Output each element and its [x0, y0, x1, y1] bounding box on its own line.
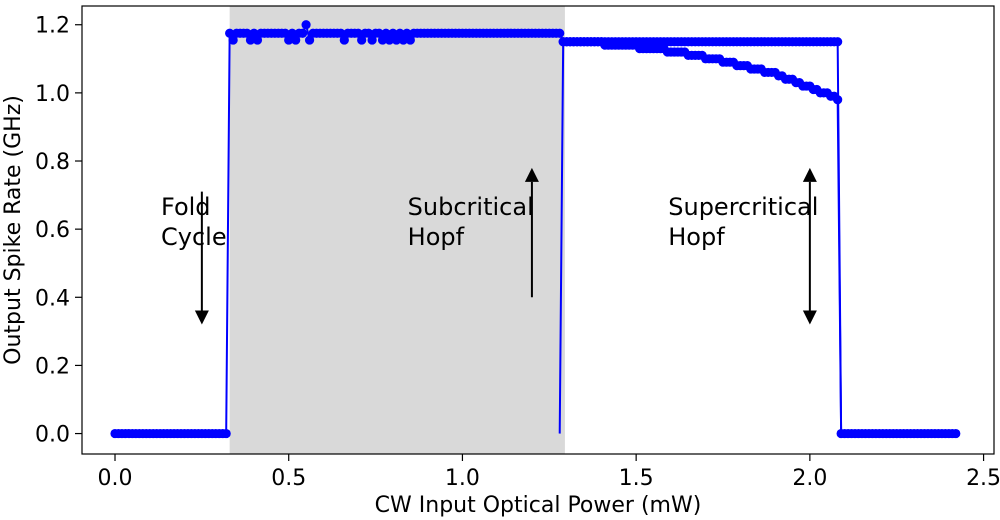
data-point — [364, 28, 374, 38]
data-point — [353, 28, 363, 38]
data-point — [291, 35, 301, 45]
data-point — [304, 35, 315, 45]
data-point — [252, 35, 263, 45]
x-tick-label: 1.0 — [445, 466, 480, 491]
data-point — [225, 28, 235, 38]
data-point — [357, 35, 367, 45]
data-point-upper — [833, 95, 843, 105]
y-tick-label: 1.0 — [35, 82, 70, 107]
annotation-line: Hopf — [408, 223, 465, 251]
x-tick-label: 2.0 — [792, 466, 827, 491]
data-point — [221, 428, 231, 439]
annotation-arrow-head-down — [802, 310, 817, 325]
data-point — [377, 35, 388, 45]
x-tick-label: 2.5 — [966, 466, 1000, 491]
y-axis-title: Output Spike Rate (GHz) — [1, 95, 26, 365]
data-point — [384, 35, 395, 45]
y-tick-label: 0.4 — [35, 286, 70, 311]
annotation-arrow-head — [194, 310, 209, 325]
x-tick-label: 0.5 — [271, 466, 306, 491]
x-axis-title: CW Input Optical Power (mW) — [375, 493, 702, 518]
y-tick-label: 0.2 — [35, 354, 70, 379]
plot-frame — [81, 5, 995, 455]
data-point — [367, 35, 377, 45]
series-layer — [110, 20, 961, 439]
data-point — [284, 35, 294, 45]
data-point — [391, 35, 402, 45]
data-point — [395, 28, 405, 38]
data-point — [339, 35, 349, 45]
shaded-region-layer — [229, 6, 565, 454]
y-tick-label: 1.2 — [35, 14, 70, 39]
data-point — [280, 28, 290, 38]
y-tick-label: 0.8 — [35, 150, 70, 175]
data-point — [242, 28, 252, 38]
data-point — [228, 35, 238, 45]
annotation-line: Hopf — [668, 223, 725, 251]
data-point — [301, 20, 311, 30]
axes-layer: 0.0 0.5 1.0 1.5 2.0 2.5 0.0 0.2 0.4 0.6 0.8 1.0 1.2 — [35, 5, 1000, 491]
x-tick-label: 0.0 — [98, 466, 133, 491]
annotation-line: Supercritical — [668, 193, 818, 221]
annotation-line: Subcritical — [408, 193, 534, 221]
annotation-line: Cycle — [161, 223, 227, 251]
x-tick-label: 1.5 — [619, 466, 654, 491]
data-point — [245, 35, 256, 45]
annotation-line: Fold — [161, 193, 211, 221]
data-point — [381, 28, 391, 38]
data-point — [298, 28, 308, 38]
data-point — [336, 28, 346, 38]
data-point — [388, 28, 398, 38]
y-tick-label: 0.6 — [35, 218, 70, 243]
data-point — [398, 35, 408, 45]
data-point — [249, 28, 259, 38]
data-point — [402, 28, 412, 38]
shaded-region — [229, 6, 565, 454]
data-point — [405, 35, 415, 45]
data-point — [951, 428, 961, 439]
annotation-arrow-head-up — [802, 167, 817, 182]
annotation-arrow-head — [524, 167, 539, 182]
data-point — [287, 28, 297, 38]
data-point — [555, 28, 565, 38]
y-tick-label: 0.0 — [35, 423, 70, 448]
data-point — [833, 37, 843, 47]
data-point — [374, 28, 384, 38]
